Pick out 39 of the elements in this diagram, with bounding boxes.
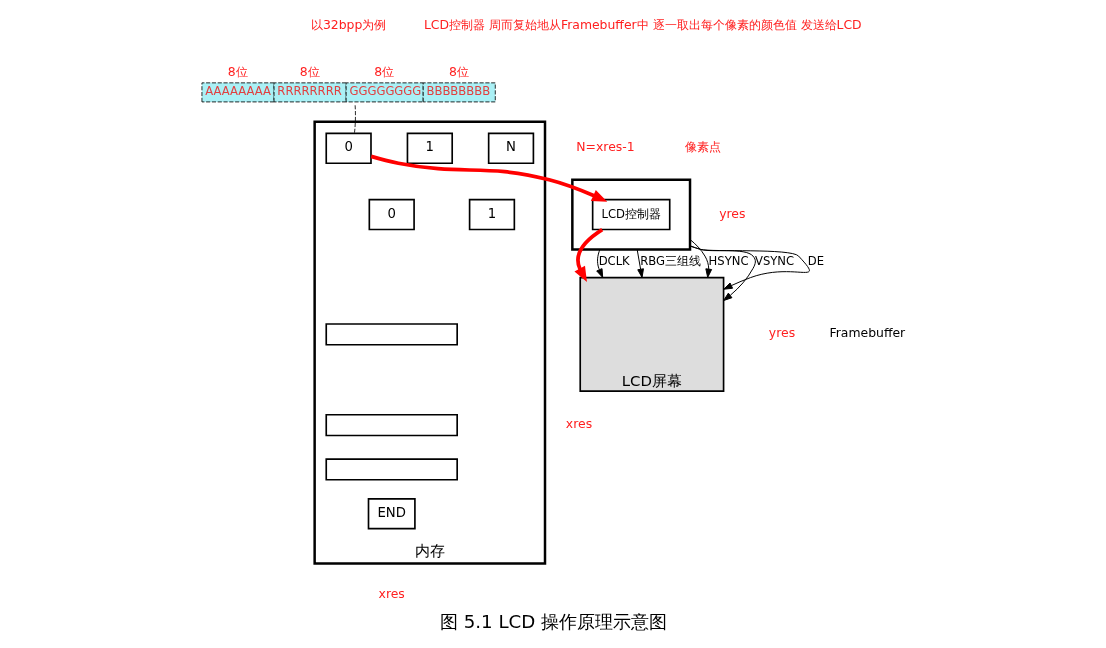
arrow: [636, 248, 644, 278]
arrow: [689, 239, 712, 278]
node-box: 0: [368, 198, 415, 231]
node-box: N: [487, 132, 534, 165]
node-box: END: [367, 498, 416, 530]
node-box: LCD屏幕: [578, 276, 724, 392]
label: N=xres-1: [575, 139, 635, 155]
node-box: 0: [324, 132, 372, 165]
edge-label: VSYNC: [754, 254, 794, 269]
node-box: 1: [406, 132, 453, 165]
node-box: [324, 323, 458, 346]
node-box: LCD控制器: [591, 198, 671, 231]
label: 以32bpp为例: [310, 17, 386, 33]
arrow: [595, 248, 603, 278]
edge-label: HSYNC: [708, 254, 749, 269]
node-label: 8位: [448, 64, 469, 80]
node-box: [324, 413, 458, 437]
caption: 图 5.1 LCD 操作原理示意图: [439, 610, 667, 632]
label: xres: [378, 585, 405, 601]
node-box: 1: [468, 198, 515, 231]
arrow: [689, 245, 810, 290]
connector: [353, 104, 356, 134]
cluster: [570, 178, 691, 251]
label: LCD控制器 周而复始地从Framebuffer中 逐一取出每个像素的颜色值 发送给LCD: [423, 17, 862, 33]
arrow: [573, 228, 603, 282]
edge-label: RBG三组线: [639, 254, 701, 269]
label: yres: [768, 325, 795, 341]
label: Framebuffer: [829, 325, 905, 341]
edge-label: DE: [807, 254, 824, 269]
arrow: [370, 154, 607, 202]
label: xres: [565, 416, 592, 431]
arrow: [689, 245, 756, 302]
node-label: 8位: [227, 64, 248, 80]
node-label: 8位: [299, 64, 320, 80]
label: yres: [718, 205, 745, 221]
edge-label: DCLK: [598, 254, 630, 269]
label: 像素点: [684, 139, 721, 155]
node-box: [324, 458, 458, 481]
node-label: 8位: [373, 64, 394, 80]
